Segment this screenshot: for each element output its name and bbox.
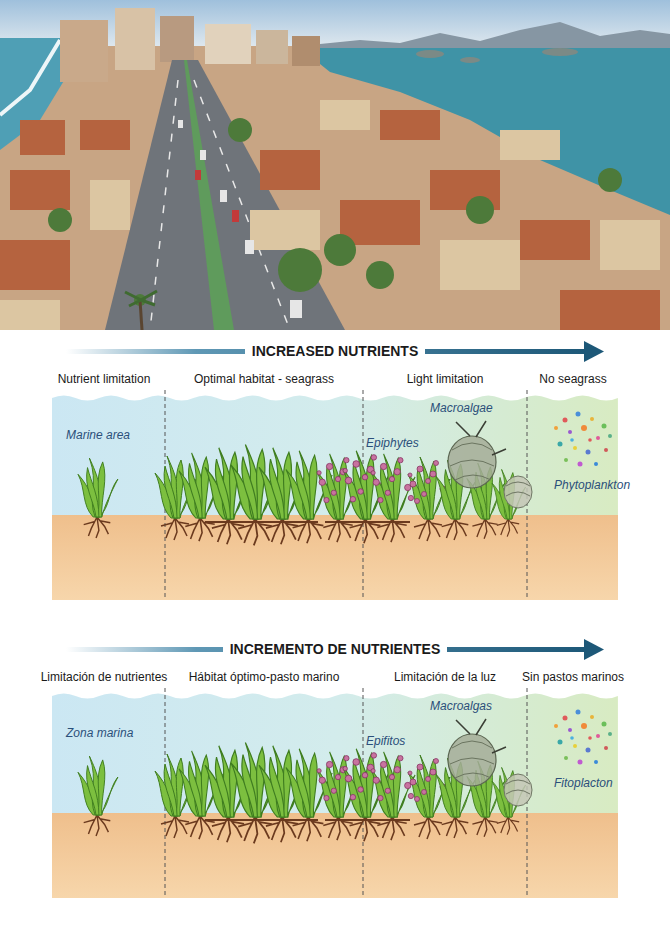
zone-heading: No seagrass: [539, 372, 606, 386]
zone-heading: Limitación de nutrientes: [41, 670, 168, 684]
zone-heading: Hábitat óptimo-pasto marino: [189, 670, 340, 684]
zone-heading: Optimal habitat - seagrass: [194, 372, 334, 386]
scene-label: Zona marina: [66, 726, 133, 740]
arrow-label: INCREMENTO DE NUTRIENTES: [223, 641, 448, 658]
zone-heading: Light limitation: [407, 372, 484, 386]
scene-label: Epifitos: [366, 734, 405, 748]
arrow-label: INCREASED NUTRIENTS: [245, 343, 425, 360]
scene-label: Macroalgas: [430, 699, 492, 713]
scene-label: Phytoplankton: [554, 478, 630, 492]
scene-label: Macroalgae: [430, 401, 493, 415]
scene-label: Marine area: [66, 428, 130, 442]
scene-label: Fitoplacton: [554, 776, 613, 790]
zone-heading: Nutrient limitation: [58, 372, 151, 386]
zone-heading: Limitación de la luz: [394, 670, 496, 684]
scene-label: Epiphytes: [366, 436, 419, 450]
zone-heading: Sin pastos marinos: [522, 670, 624, 684]
coastal-town-photo: [0, 0, 670, 330]
